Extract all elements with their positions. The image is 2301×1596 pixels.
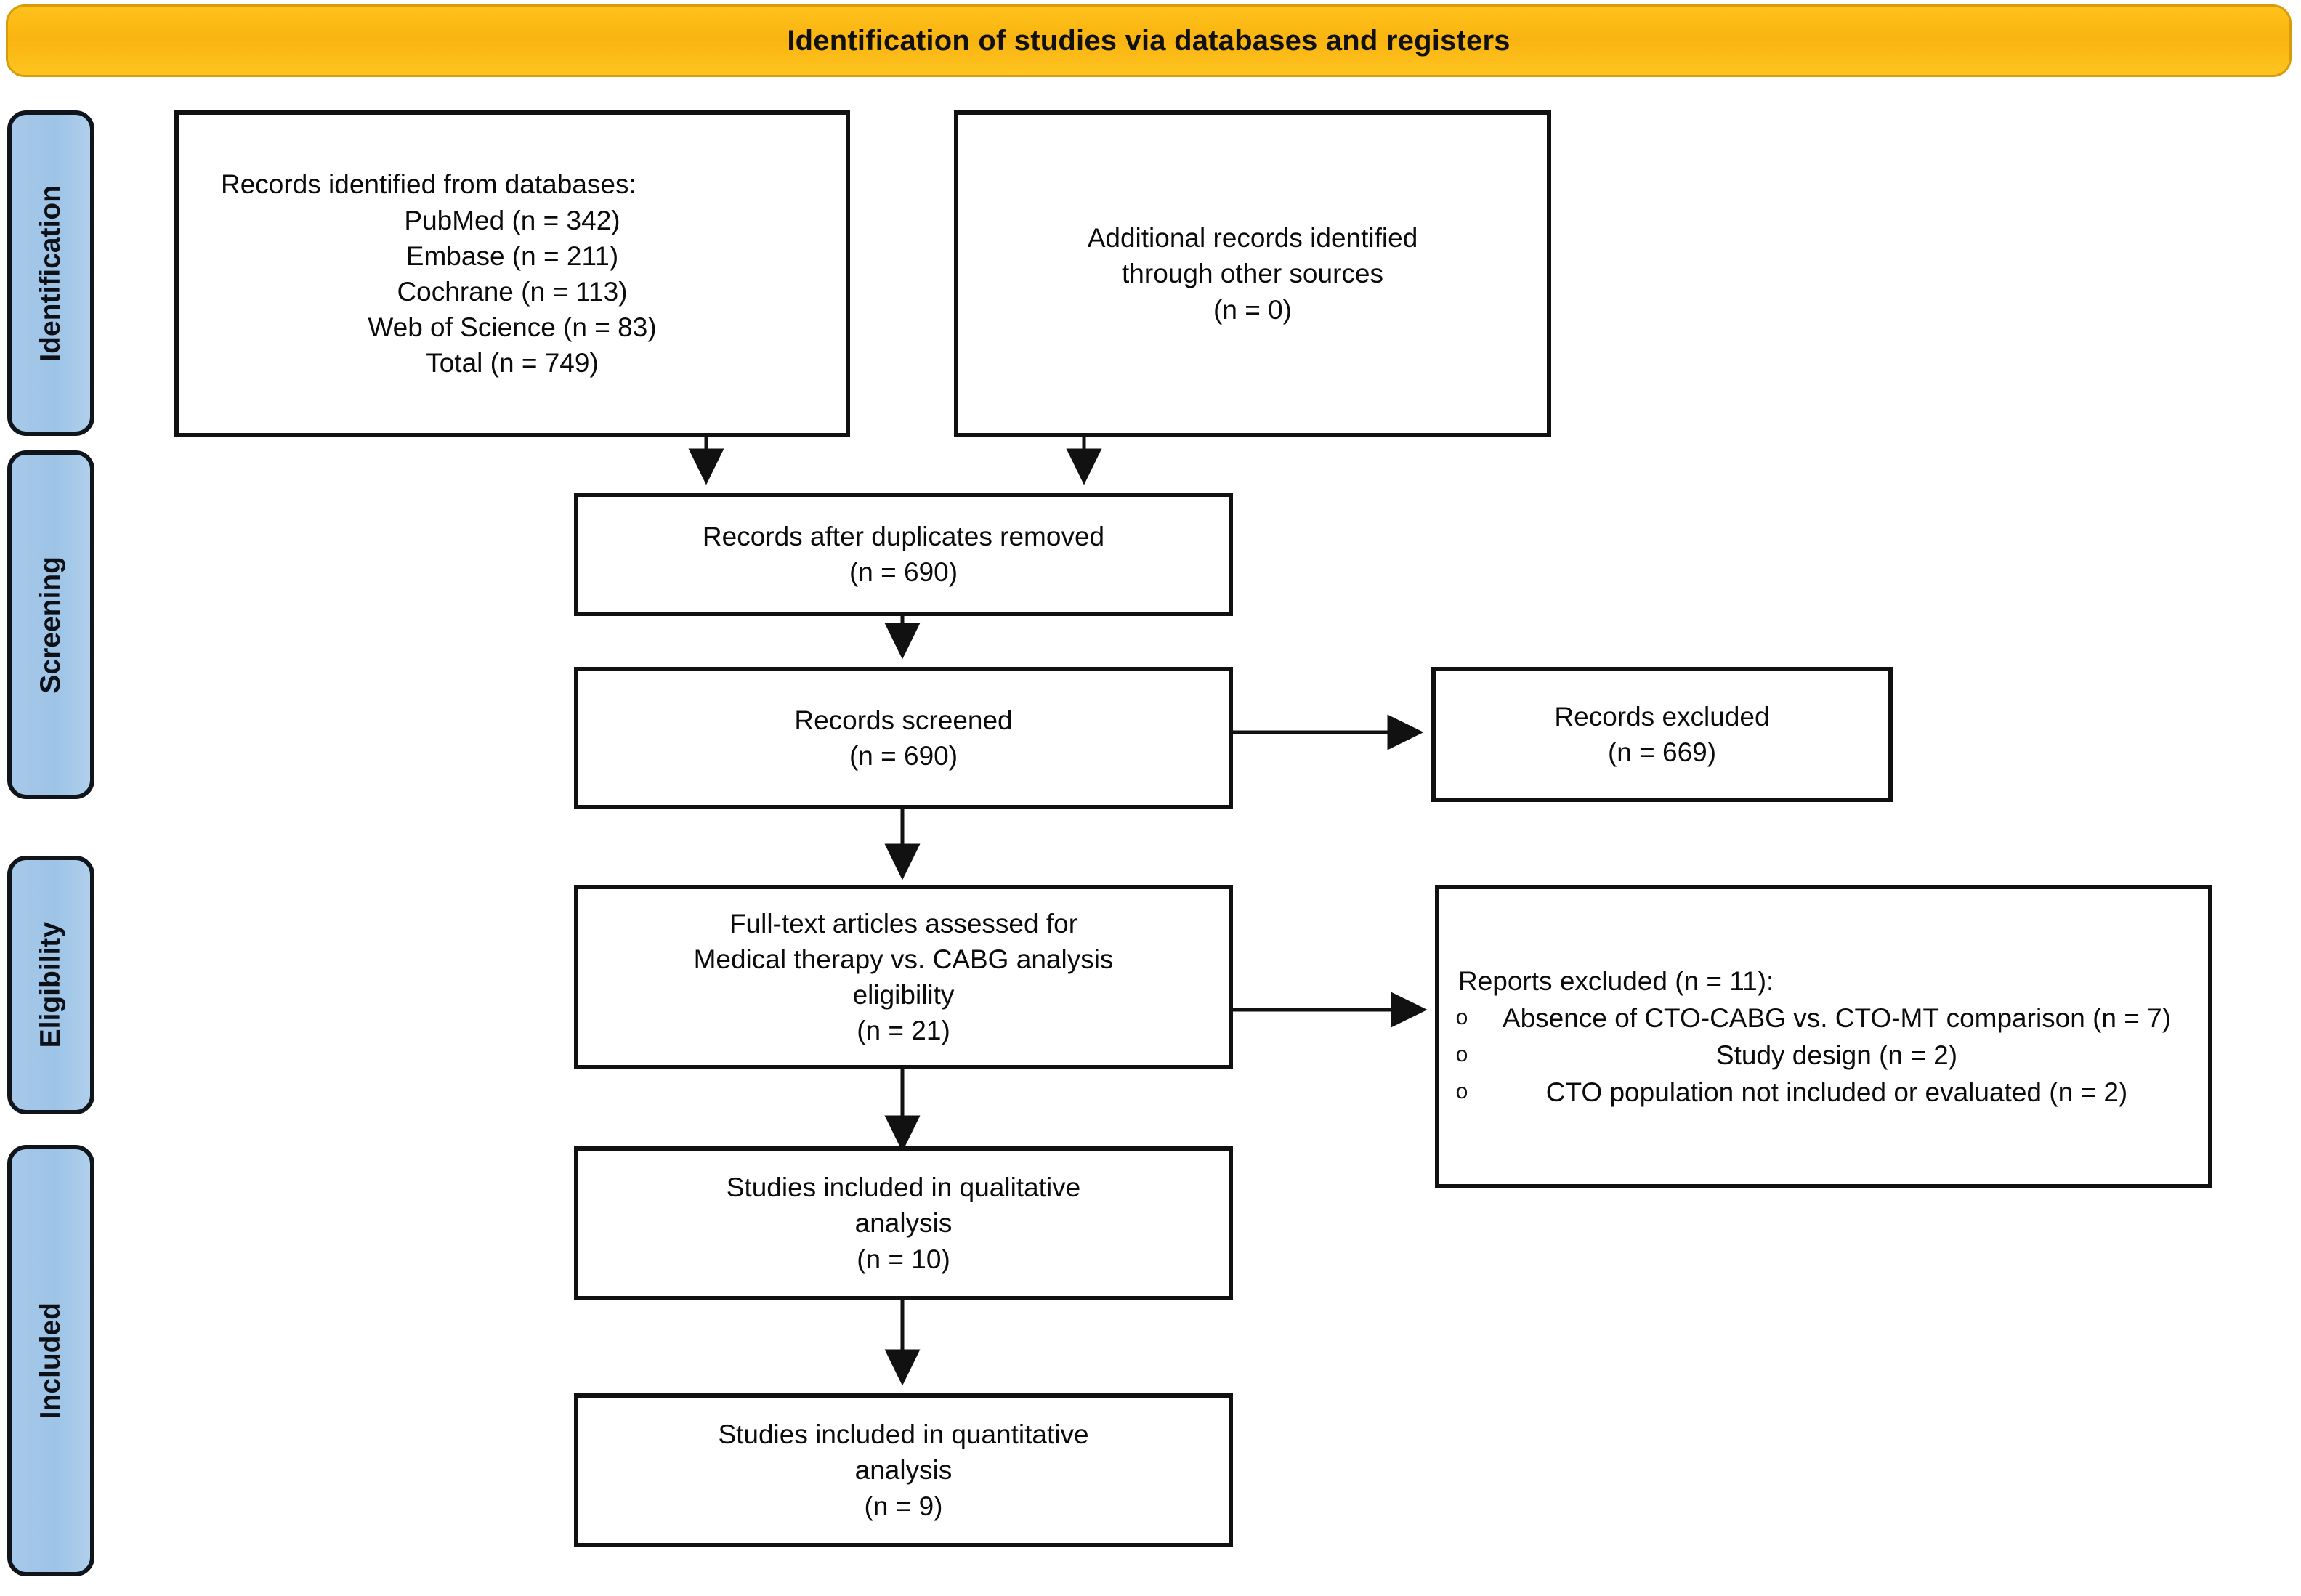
bullet-circle-icon: o [1455,1079,1468,1104]
records-excluded-line-1: Records excluded [1554,701,1770,732]
additional-records-line-3: (n = 0) [1213,294,1292,325]
reports-excluded-item-0: Absence of CTO-CABG vs. CTO-MT compariso… [1502,1002,2172,1033]
records-identified-line-3: Web of Science (n = 83) [368,312,657,343]
additional-records-line-1: Additional records identified [1087,223,1418,254]
records-identified-line-1: Embase (n = 211) [405,240,619,271]
quantitative-line-3: (n = 9) [864,1491,943,1521]
list-item: o CTO population not included or evaluat… [1439,1074,2208,1110]
box-qualitative-analysis: Studies included in qualitative analysis… [574,1146,1233,1300]
fulltext-assessed-line-2: Medical therapy vs. CABG analysis [693,944,1114,974]
reports-excluded-heading: Reports excluded (n = 11): [1458,965,1774,996]
fulltext-assessed-line-3: eligibility [852,980,955,1010]
bullet-circle-icon: o [1455,1005,1468,1029]
list-item: o Study design (n = 2) [1439,1037,2208,1073]
page-title: Identification of studies via databases … [787,24,1511,57]
box-fulltext-assessed: Full-text articles assessed for Medical … [574,885,1233,1069]
reports-excluded-item-2: CTO population not included or evaluated… [1545,1077,2128,1108]
additional-records-line-2: through other sources [1122,259,1383,289]
records-identified-line-2: Cochrane (n = 113) [397,277,628,307]
fulltext-assessed-line-1: Full-text articles assessed for [729,908,1078,939]
records-screened-line-1: Records screened [794,705,1013,735]
box-additional-records: Additional records identified through ot… [954,110,1551,437]
records-identified-heading: Records identified from databases: [221,169,636,200]
stage-label-eligibility: Eligibility [7,856,94,1114]
fulltext-assessed-line-4: (n = 21) [857,1016,950,1046]
stage-label-included-text: Included [35,1302,66,1419]
records-screened-line-2: (n = 690) [849,741,958,771]
bullet-circle-icon: o [1455,1042,1468,1066]
records-identified-line-4: Total (n = 749) [426,348,599,378]
box-quantitative-analysis: Studies included in quantitative analysi… [574,1393,1233,1547]
quantitative-line-2: analysis [854,1455,953,1486]
diagram-header-banner: Identification of studies via databases … [6,4,2292,77]
qualitative-line-1: Studies included in qualitative [726,1172,1081,1203]
qualitative-line-3: (n = 10) [857,1244,950,1274]
box-records-identified: Records identified from databases: PubMe… [174,110,850,437]
stage-label-eligibility-text: Eligibility [35,922,66,1048]
list-item: o Absence of CTO-CABG vs. CTO-MT compari… [1439,1000,2208,1036]
quantitative-line-1: Studies included in quantitative [718,1419,1089,1450]
stage-label-screening: Screening [7,450,94,799]
reports-excluded-item-1: Study design (n = 2) [1715,1040,1958,1070]
records-excluded-line-2: (n = 669) [1607,737,1717,767]
box-reports-excluded: Reports excluded (n = 11): o Absence of … [1435,885,2212,1188]
box-records-excluded: Records excluded (n = 669) [1431,667,1893,802]
box-records-screened: Records screened (n = 690) [574,667,1233,809]
duplicates-removed-line-1: Records after duplicates removed [702,521,1105,551]
stage-label-screening-text: Screening [35,556,66,694]
duplicates-removed-line-2: (n = 690) [849,557,958,587]
stage-label-identification: Identification [7,110,94,436]
reports-excluded-list: o Absence of CTO-CABG vs. CTO-MT compari… [1439,1000,2208,1111]
box-duplicates-removed: Records after duplicates removed (n = 69… [574,493,1233,616]
stage-label-included: Included [7,1145,94,1576]
records-identified-line-0: PubMed (n = 342) [404,205,620,235]
stage-label-identification-text: Identification [35,185,66,362]
qualitative-line-2: analysis [854,1208,953,1239]
